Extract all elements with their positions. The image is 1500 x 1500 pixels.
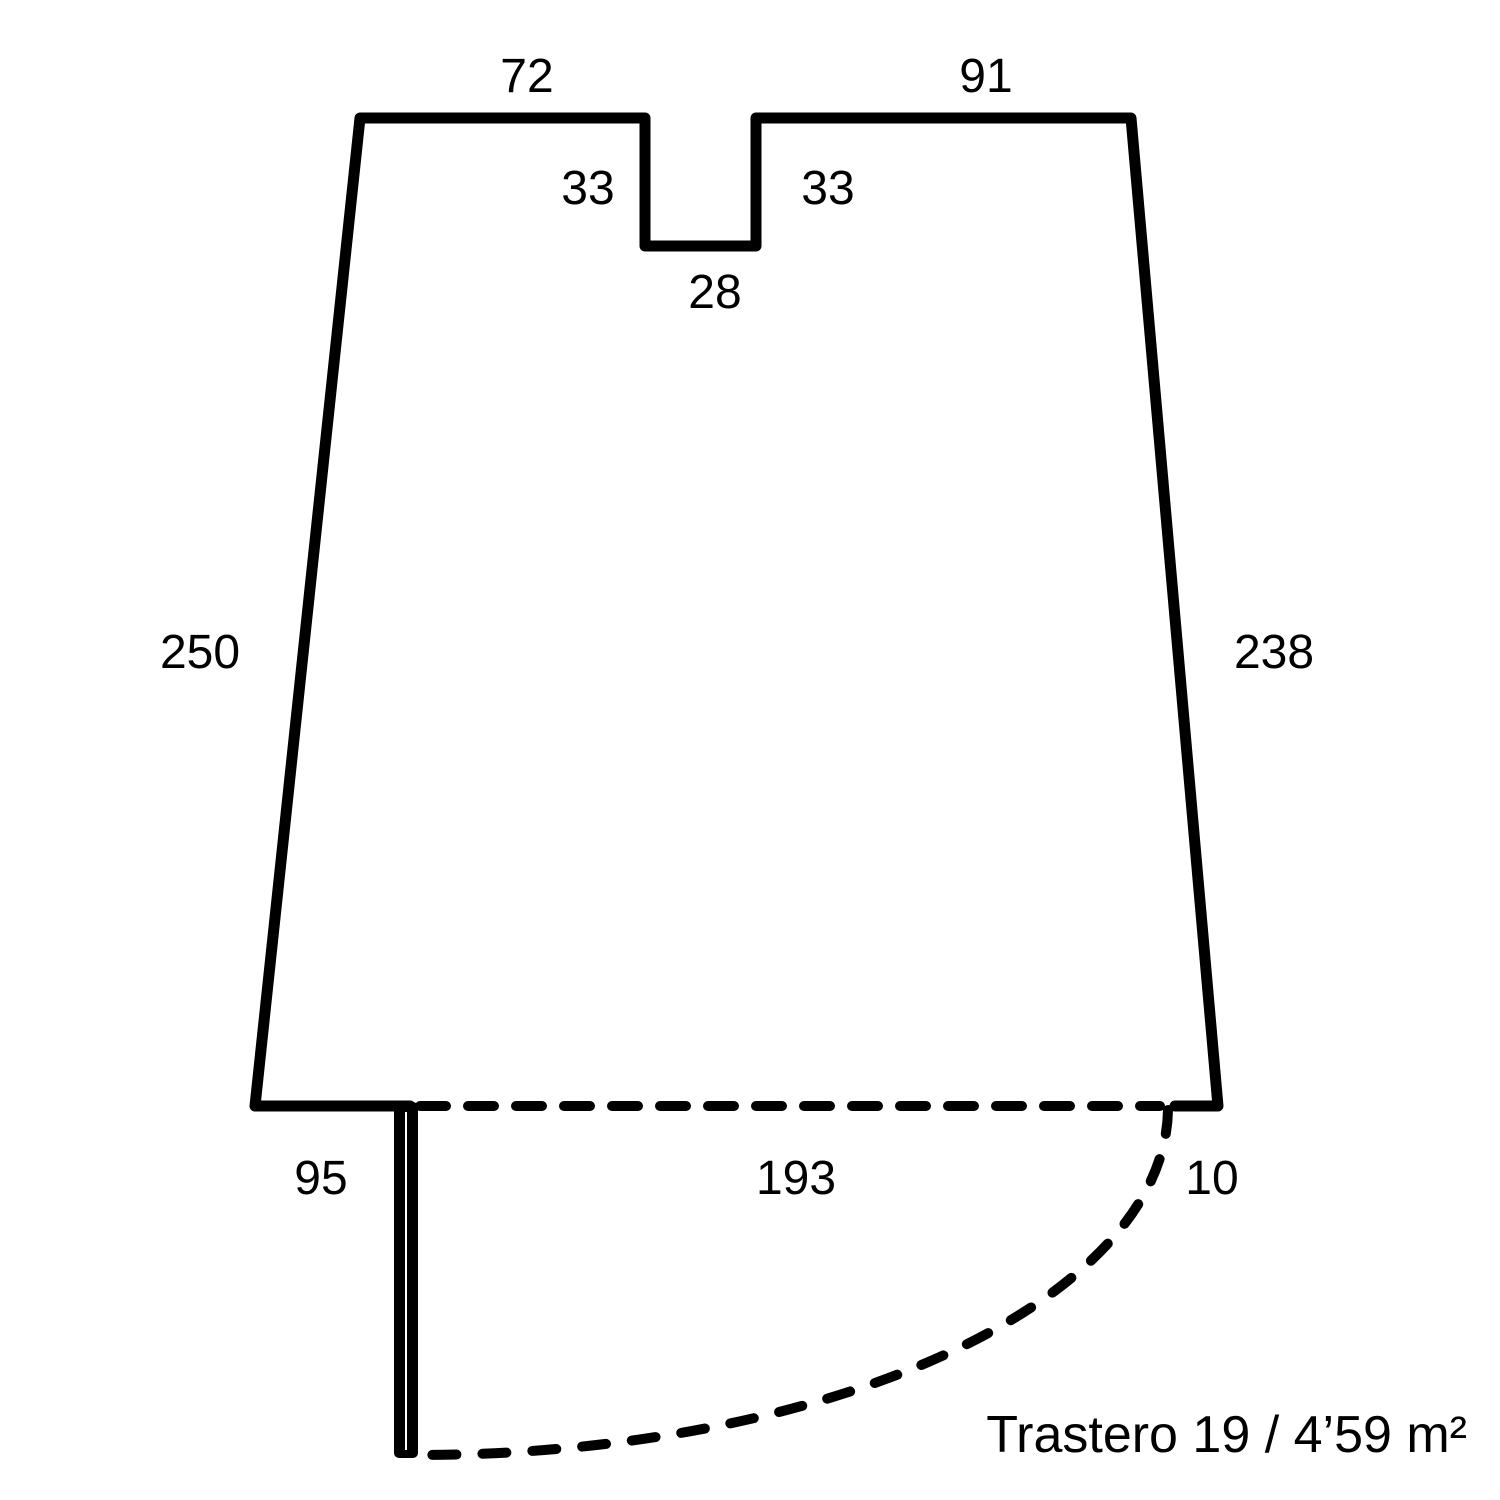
wall-outline: [249, 112, 1224, 1112]
room-title: Trastero 19 / 4’59 m²: [986, 1406, 1467, 1464]
dim-top-left: 72: [500, 50, 553, 103]
dim-bottom-left: 95: [294, 1152, 347, 1205]
dim-right: 238: [1234, 626, 1314, 679]
dim-bottom-right: 10: [1185, 1152, 1238, 1205]
dim-top-right: 91: [959, 50, 1012, 103]
dim-notch-right: 33: [801, 162, 854, 215]
dimension-labels: 72 91 33 33 28 250 238 95 193 10: [160, 50, 1314, 1205]
door-swing-arc: [413, 1105, 1173, 1460]
walls: [249, 112, 1224, 1112]
dim-door-opening: 193: [756, 1152, 836, 1205]
dim-notch-left: 33: [561, 162, 614, 215]
door: [394, 1101, 1173, 1460]
dim-left: 250: [160, 626, 240, 679]
dim-notch-bottom: 28: [688, 266, 741, 319]
